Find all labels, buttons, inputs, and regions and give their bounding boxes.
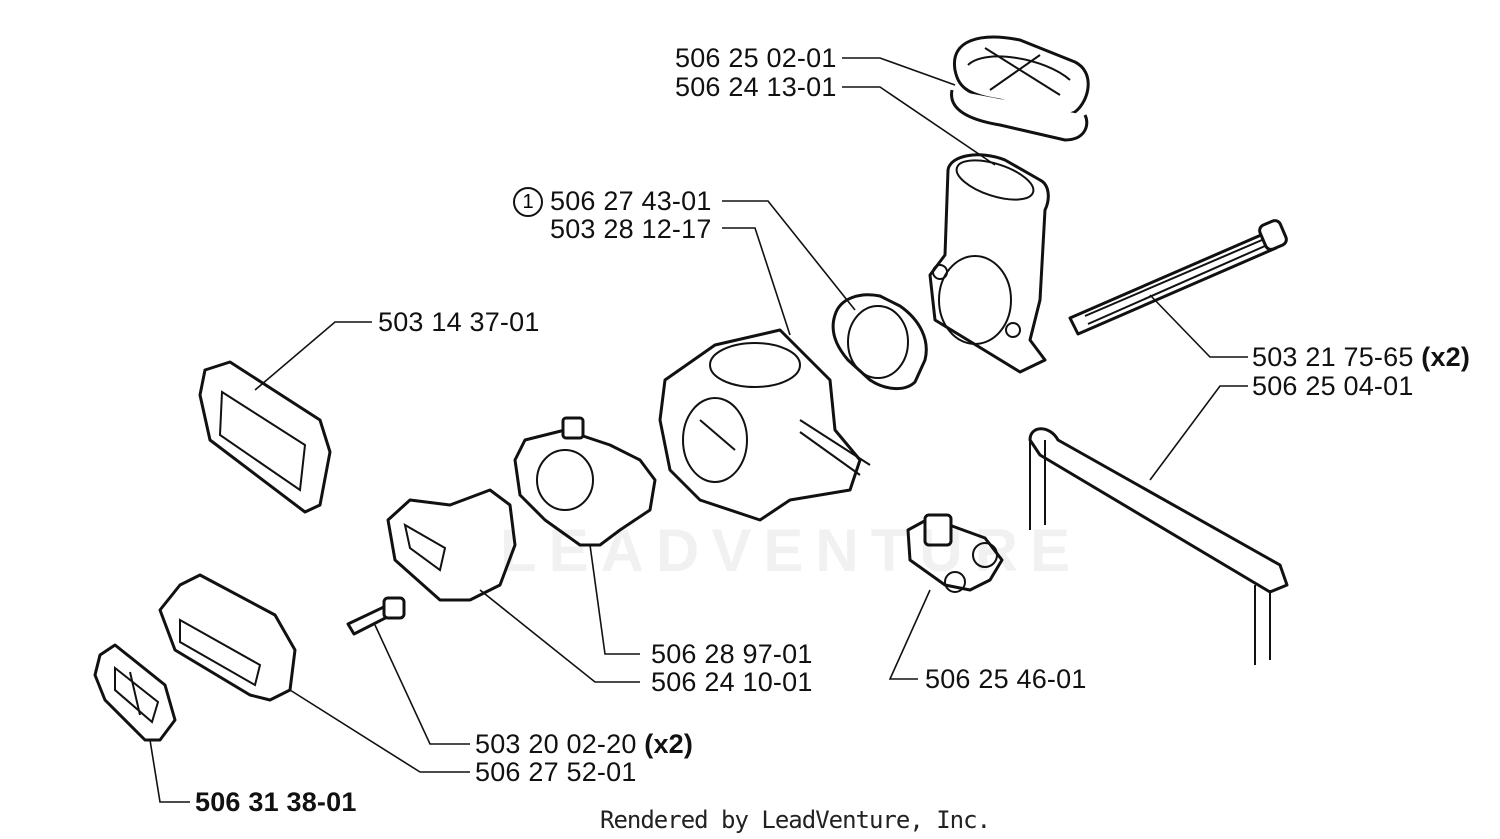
part-label-506-25-02-01: 506 25 02-01 <box>675 43 837 73</box>
flange-gasket-part <box>831 293 928 390</box>
intake-adapter-part <box>928 153 1050 374</box>
screw-part <box>346 596 406 636</box>
part-label-506-24-10-01: 506 24 10-01 <box>651 667 813 697</box>
intake-seal-part <box>950 35 1090 142</box>
part-label-503-20-02-20: 503 20 02-20 (x2) <box>475 729 694 759</box>
part-label-506-27-43-01: 506 27 43-01 <box>550 186 712 216</box>
part-label-506-27-52-01: 506 27 52-01 <box>475 757 637 787</box>
bolt-part <box>1068 219 1288 336</box>
footer-credit: Rendered by LeadVenture, Inc. <box>600 806 991 834</box>
callout-circle: 1 <box>513 187 543 217</box>
quantity-x2: (x2) <box>644 729 694 759</box>
part-label-506-28-97-01: 506 28 97-01 <box>651 639 813 669</box>
filter-frame-part <box>198 360 332 514</box>
throttle-body-part <box>513 416 657 547</box>
part-label-506-24-13-01: 506 24 13-01 <box>675 72 837 102</box>
control-rod-part <box>1028 427 1289 665</box>
part-label-503-14-37-01: 503 14 37-01 <box>378 307 540 337</box>
part-label-506-25-04-01: 506 25 04-01 <box>1252 371 1414 401</box>
part-label-506-25-46-01: 506 25 46-01 <box>925 664 1087 694</box>
small-gasket-part <box>93 643 177 742</box>
part-label-506-31-38-01: 506 31 38-01 <box>195 787 357 817</box>
part-label-503-21-75-65: 503 21 75-65 (x2) <box>1252 342 1471 372</box>
part-label-503-28-12-17: 503 28 12-17 <box>550 214 712 244</box>
watermark: LEADVENTURE <box>500 517 1083 584</box>
quantity-x2: (x2) <box>1421 342 1471 372</box>
reed-block-part <box>158 573 297 702</box>
adapter-part <box>386 488 517 602</box>
leader-lines <box>149 57 1248 803</box>
fuel-filter-part <box>906 513 1004 593</box>
carburetor-part <box>658 328 871 522</box>
